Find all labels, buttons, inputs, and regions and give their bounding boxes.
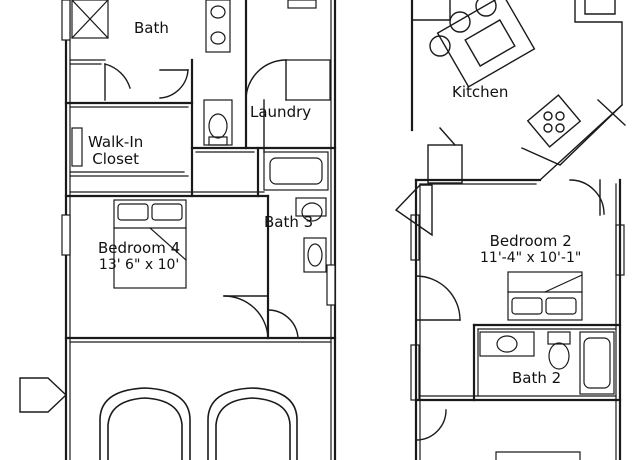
room-label-bath: Bath <box>134 20 169 37</box>
bedroom-2-bed <box>507 271 583 321</box>
room-name: Bedroom 4 <box>98 239 181 257</box>
bath-3-fixtures <box>263 151 329 273</box>
room-dimensions: 13' 6" x 10' <box>98 257 180 273</box>
room-name-line-1: Walk-In <box>88 133 144 151</box>
kitchen-island <box>429 0 536 88</box>
room-label-bath-3: Bath 3 <box>264 214 313 231</box>
right-closet <box>394 127 463 237</box>
closet-fixtures <box>71 127 83 167</box>
room-label-kitchen: Kitchen <box>452 84 508 101</box>
walls-left-wing <box>64 0 337 460</box>
walls-secondary <box>69 0 332 460</box>
bedroom-4-bed <box>113 199 187 289</box>
bath-fixtures <box>71 0 317 53</box>
room-name: Bath 3 <box>264 213 314 231</box>
doors-right-wing <box>415 179 605 441</box>
room-name-line-2: Closet <box>92 150 139 168</box>
garage-cars <box>99 387 298 460</box>
bottom-bed <box>495 451 581 460</box>
laundry-fixtures <box>203 59 331 146</box>
room-label-bedroom-4: Bedroom 4 13' 6" x 10' <box>98 240 180 274</box>
room-label-bath-2: Bath 2 <box>512 370 561 387</box>
room-name: Kitchen <box>452 83 509 101</box>
room-label-bedroom-2: Bedroom 2 11'-4" x 10'-1" <box>480 233 581 267</box>
room-label-laundry: Laundry <box>250 104 311 121</box>
room-name: Laundry <box>250 103 312 121</box>
room-name: Bath 2 <box>512 369 562 387</box>
kitchen-counters <box>411 0 626 181</box>
room-name: Bath <box>134 19 169 37</box>
garage-entry <box>19 377 68 413</box>
doors-left-wing <box>104 59 299 339</box>
walls-right-secondary <box>419 183 617 460</box>
room-dimensions: 11'-4" x 10'-1" <box>480 250 582 266</box>
bath-2-fixtures <box>479 331 615 395</box>
room-label-walk-in-closet: Walk-In Closet <box>88 134 143 168</box>
walls-right-wing <box>410 0 622 460</box>
room-name: Bedroom 2 <box>489 232 572 250</box>
